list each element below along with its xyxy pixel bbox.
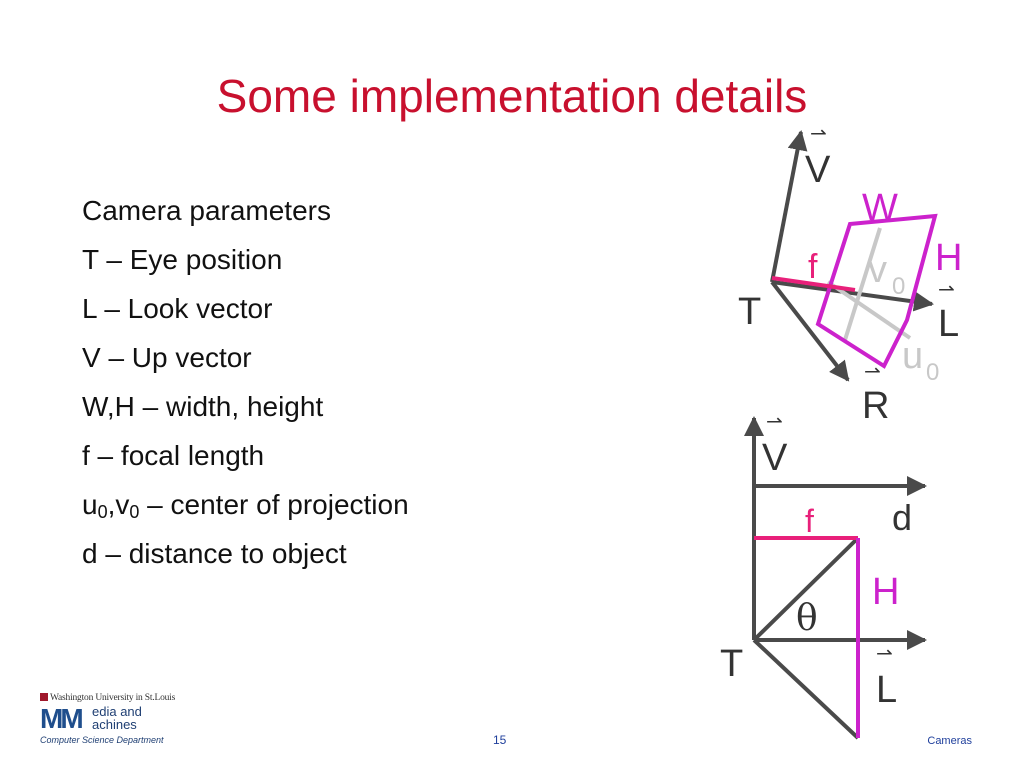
bullet-text: u (82, 489, 98, 520)
bottom-label-f: f (805, 503, 814, 539)
slide-title: Some implementation details (216, 70, 808, 122)
bullet-item: L – Look vector (82, 293, 273, 324)
top-label-l-accent: ⇀ (938, 279, 955, 301)
top-label-v-accent: ⇀ (810, 123, 827, 145)
top-label-v: V (805, 149, 831, 191)
top-label-u0: u (902, 335, 923, 377)
logo-words: edia and achines (92, 705, 142, 731)
slide-number: 15 (493, 733, 507, 747)
footer-section-label: Cameras (927, 735, 972, 747)
logo-mm-letters: MM (40, 703, 84, 734)
bullet-item: V – Up vector (82, 342, 252, 373)
bottom-label-v-accent: ⇀ (766, 411, 783, 433)
bullet-item: f – focal length (82, 440, 265, 471)
crest-icon (40, 693, 48, 701)
top-label-v0-sub: 0 (892, 273, 905, 300)
bottom-label-t: T (720, 643, 743, 685)
bottom-label-l: L (876, 669, 897, 711)
top-label-r: R (862, 385, 889, 427)
bullet-text: – center of projection (139, 489, 409, 520)
bottom-label-d: d (892, 497, 912, 538)
bullet-item: u0,v0 – center of projection (82, 480, 409, 529)
top-camera-diagram (770, 130, 938, 382)
focal-length-line (771, 276, 856, 292)
logo-university-line: Washington University in St.Louis (40, 693, 175, 703)
top-label-r-accent: ⇀ (864, 361, 881, 383)
top-look-vector-arrow (771, 280, 934, 312)
center-line-v0 (843, 227, 882, 341)
university-logo: Washington University in St.Louis MM edi… (40, 693, 180, 749)
bottom-label-v: V (762, 437, 788, 479)
logo-university-text: Washington University in St.Louis (50, 693, 176, 703)
frustum-top-edge (752, 536, 860, 642)
center-line-u0 (826, 280, 912, 340)
bottom-label-l-accent: ⇀ (876, 643, 893, 665)
top-label-t: T (738, 291, 761, 333)
top-label-l: L (938, 303, 959, 345)
logo-department: Computer Science Department (40, 735, 164, 745)
image-plane-rectangle (815, 213, 938, 369)
logo-line-1: edia and (92, 704, 142, 719)
bullet-item: d – distance to object (82, 538, 347, 569)
subscript: 0 (97, 502, 108, 522)
top-label-v0: v (868, 249, 887, 291)
top-label-w: W (862, 187, 898, 229)
bullet-text: ,v (107, 489, 130, 520)
top-right-vector-arrow (770, 280, 850, 382)
logo-line-2: achines (92, 717, 137, 732)
frustum-bottom-edge (752, 638, 860, 740)
top-up-vector-arrow (770, 130, 808, 283)
bullet-list: Camera parameters T – Eye position L – L… (82, 186, 409, 578)
bottom-label-h: H (872, 571, 899, 613)
bottom-label-theta: θ (796, 598, 818, 639)
bullet-item: T – Eye position (82, 244, 283, 275)
bottom-camera-diagram (744, 416, 927, 740)
top-label-h: H (935, 237, 962, 279)
subscript: 0 (129, 502, 140, 522)
top-label-u0-sub: 0 (926, 359, 939, 386)
bullet-item: Camera parameters (82, 195, 331, 226)
bullet-item: W,H – width, height (82, 391, 324, 422)
top-label-f: f (808, 248, 818, 286)
